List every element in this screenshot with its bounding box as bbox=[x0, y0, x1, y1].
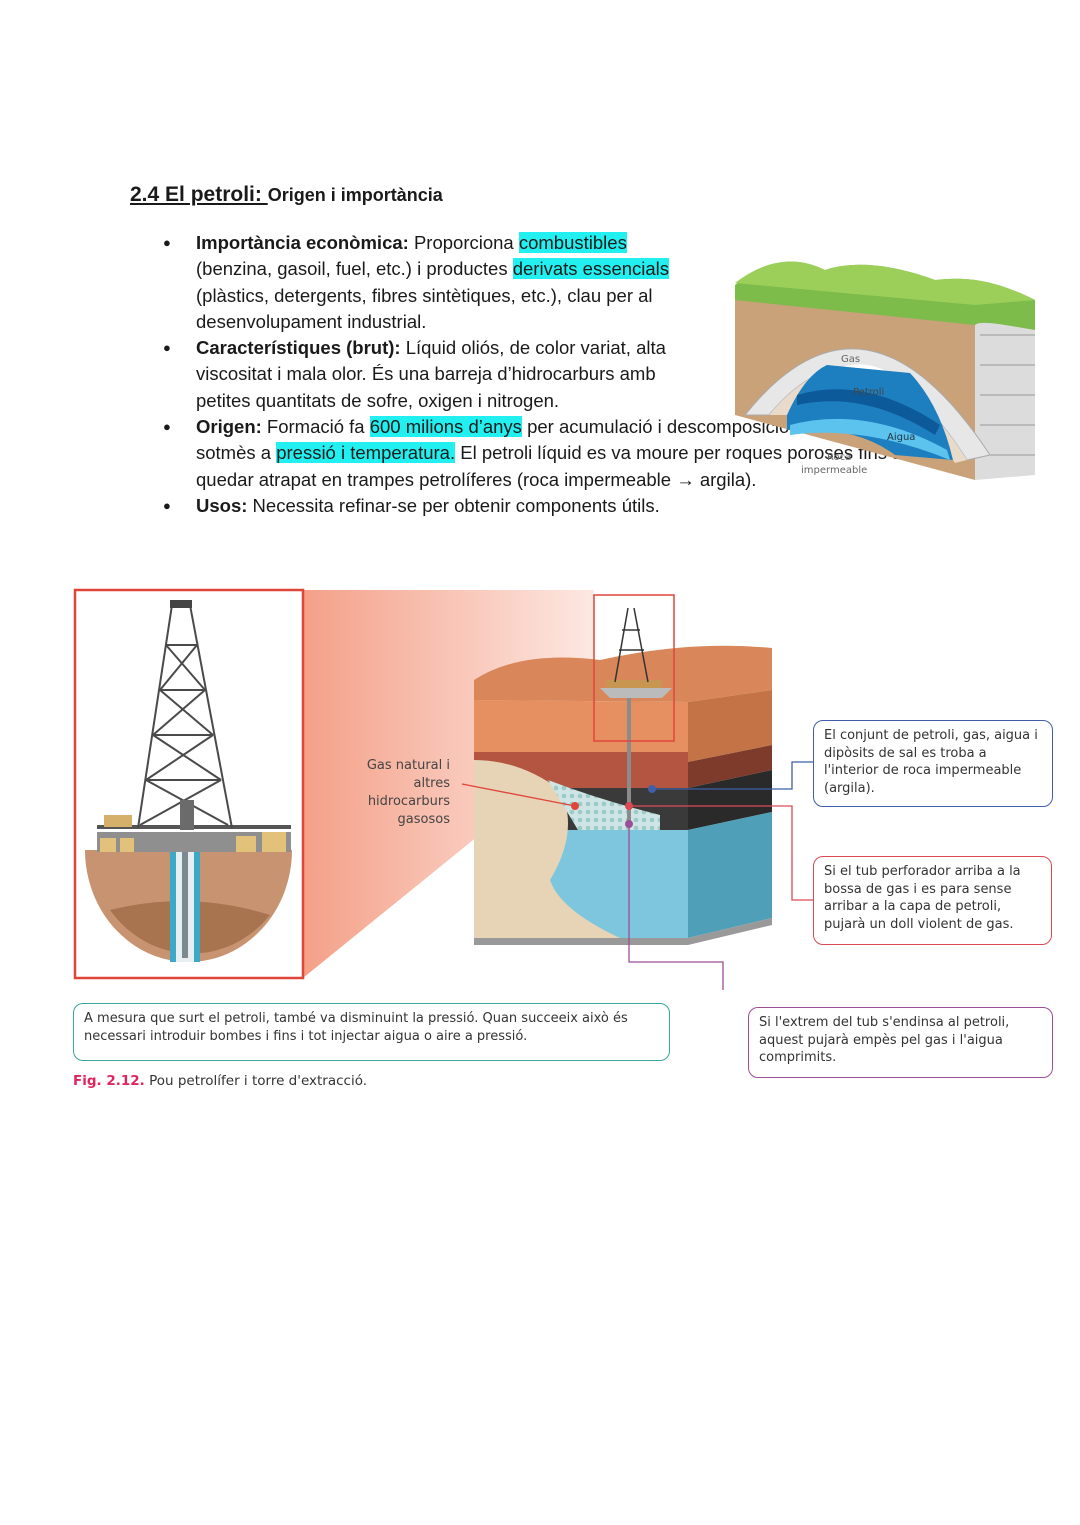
highlight-text: combustibles bbox=[518, 232, 627, 253]
section-heading: 2.4 El petroli: Origen i importància bbox=[130, 183, 443, 207]
bullet-label: Origen: bbox=[196, 416, 262, 438]
bullet-uses: Usos: Necessita refinar-se per obtenir c… bbox=[160, 493, 960, 520]
callout-text: Si l'extrem del tub s'endinsa al petroli… bbox=[759, 1015, 1010, 1065]
callout-pressure: A mesura que surt el petroli, també va d… bbox=[73, 1003, 670, 1061]
trap-label-rock: Roca bbox=[827, 452, 851, 463]
trap-label-gas: Gas bbox=[841, 354, 860, 365]
leader-rock bbox=[652, 761, 814, 790]
derrick-inset-frame bbox=[593, 594, 675, 742]
bullet-text: Proporciona bbox=[408, 232, 519, 253]
callout-text: El conjunt de petroli, gas, aigua i dipò… bbox=[824, 728, 1038, 796]
bullet-label: Usos: bbox=[196, 494, 248, 516]
callout-text: Si el tub perforador arriba a la bossa d… bbox=[824, 864, 1021, 932]
trap-label-oil: Petroli bbox=[853, 387, 884, 398]
bullet-list: Importància econòmica: Proporciona combu… bbox=[160, 230, 960, 520]
trap-label-impermeable: impermeable bbox=[801, 465, 867, 476]
leader-gas-label bbox=[461, 783, 576, 807]
bullet-label: Característiques (brut): bbox=[196, 337, 401, 359]
section-subtitle: Origen i importància bbox=[267, 185, 443, 205]
bullet-text: (benzina, gasoil, fuel, etc.) i producte… bbox=[196, 258, 513, 280]
callout-oil-layer: Si l'extrem del tub s'endinsa al petroli… bbox=[748, 1007, 1053, 1078]
highlight-text: 600 milions d’anys bbox=[369, 416, 522, 438]
caption-number: Fig. 2.12. bbox=[73, 1073, 145, 1089]
petroleum-trap-diagram: Gas Petroli Aigua Roca impermeable bbox=[735, 261, 1035, 480]
bullet-text: (plàstics, detergents, fibres sintètique… bbox=[196, 284, 653, 332]
oil-well-figure bbox=[73, 588, 814, 990]
leader-gas bbox=[629, 805, 814, 901]
leader-oil bbox=[628, 824, 724, 990]
figure-caption: Fig. 2.12. Pou petrolífer i torre d'extr… bbox=[73, 1073, 367, 1089]
callout-impermeable-rock: El conjunt de petroli, gas, aigua i dipò… bbox=[813, 720, 1053, 807]
caption-text: Pou petrolífer i torre d'extracció. bbox=[144, 1073, 368, 1089]
bullet-text: Formació fa bbox=[261, 416, 370, 438]
bullet-features: Característiques (brut): Líquid oliós, d… bbox=[160, 335, 706, 414]
callout-gas-pocket: Si el tub perforador arriba a la bossa d… bbox=[813, 856, 1052, 945]
highlight-text: pressió i temperatura. bbox=[276, 442, 456, 464]
callout-text: A mesura que surt el petroli, també va d… bbox=[84, 1011, 628, 1044]
bullet-label: Importància econòmica: bbox=[196, 232, 409, 253]
bullet-economic: Importància econòmica: Proporciona combu… bbox=[160, 230, 706, 335]
gas-natural-label: Gas natural i altres hidrocarburs gasoso… bbox=[366, 758, 450, 827]
bullet-text: Necessita refinar-se per obtenir compone… bbox=[247, 494, 660, 516]
bullet-text: El petroli líquid es va moure per roques… bbox=[196, 442, 903, 490]
highlight-text: derivats essencials bbox=[512, 258, 670, 280]
trap-label-water: Aigua bbox=[887, 432, 915, 443]
bullet-text: Líquid oliós, de color variat, alta visc… bbox=[196, 337, 666, 411]
section-title: 2.4 El petroli: bbox=[130, 183, 268, 206]
